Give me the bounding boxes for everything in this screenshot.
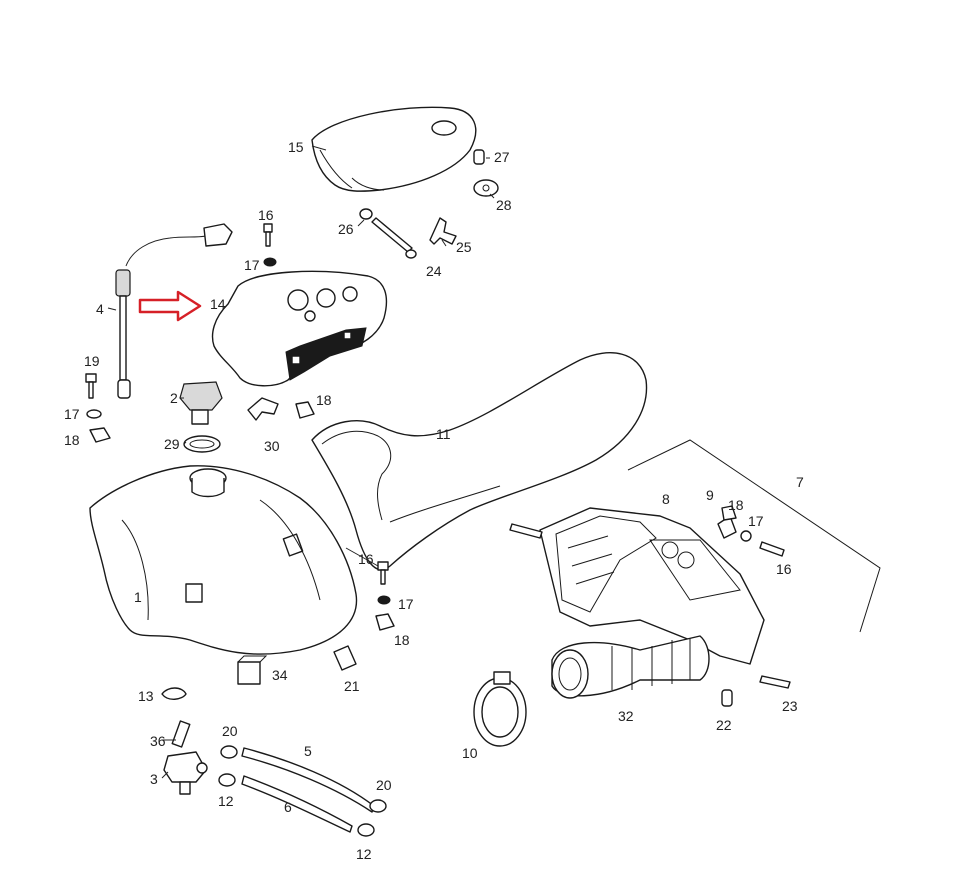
part-25-bracket (429, 217, 457, 245)
part-7-airbox-group-bracket (627, 439, 881, 633)
callout-16: 16 (258, 207, 274, 223)
part-17-washer-left (86, 409, 102, 419)
part-22-pin (721, 689, 733, 707)
callout-17: 17 (398, 596, 414, 612)
callout-28: 28 (496, 197, 512, 213)
part-20-clamp-left (220, 745, 238, 759)
callout-5: 5 (304, 743, 312, 759)
part-8-airbox (539, 507, 765, 665)
callout-12: 12 (356, 846, 372, 862)
callout-29: 29 (164, 436, 180, 452)
callout-18: 18 (728, 497, 744, 513)
part-18-clip-mid (295, 401, 315, 419)
callout-labels: 15 27 28 16 26 25 24 17 4 14 19 2 18 17 … (64, 139, 804, 862)
part-10-hose-clamp (473, 671, 527, 747)
part-28-clip (473, 179, 499, 197)
part-27-pin (473, 149, 485, 165)
part-18-clip-left (89, 427, 111, 443)
part-32-intake-duct (551, 635, 710, 699)
part-11-seat (311, 352, 648, 571)
part-21-grommet (333, 645, 357, 671)
callout-23: 23 (782, 698, 798, 714)
part-30-bracket (247, 397, 279, 421)
callout-19: 19 (84, 353, 100, 369)
part-16-bolt-top (263, 223, 273, 247)
part-12-clamp-left (218, 773, 236, 787)
callout-20: 20 (376, 777, 392, 793)
leader-lines (107, 145, 495, 779)
callout-14: 14 (210, 296, 226, 312)
callout-30: 30 (264, 438, 280, 454)
part-26-washer (359, 208, 373, 220)
part-19-bolt (85, 373, 97, 399)
callout-20: 20 (222, 723, 238, 739)
part-12-clamp-right (357, 823, 375, 837)
callout-18: 18 (316, 392, 332, 408)
part-6-hose (241, 775, 353, 833)
part-17-washer-top (263, 257, 277, 267)
callout-16: 16 (776, 561, 792, 577)
part-16-bolt-mid (377, 561, 389, 585)
part-34-pad (237, 655, 268, 685)
highlight-arrow-icon (138, 290, 202, 322)
part-24-bolt (371, 217, 417, 259)
callout-15: 15 (288, 139, 304, 155)
callout-18: 18 (64, 432, 80, 448)
callout-17: 17 (748, 513, 764, 529)
callout-11: 11 (436, 426, 451, 442)
part-15-tank-cover (311, 106, 477, 192)
part-29-ring (183, 435, 221, 453)
part-16-bolt-right (759, 541, 785, 557)
callout-32: 32 (618, 708, 634, 724)
callout-3: 3 (150, 771, 158, 787)
callout-34: 34 (272, 667, 288, 683)
part-18-clip-right (721, 505, 737, 521)
callout-7: 7 (796, 474, 804, 490)
part-14-cover (211, 270, 388, 387)
callout-22: 22 (716, 717, 732, 733)
callout-8: 8 (662, 491, 670, 507)
callout-18: 18 (394, 632, 410, 648)
callout-17: 17 (244, 257, 260, 273)
callout-27: 27 (494, 149, 510, 165)
callout-24: 24 (426, 263, 442, 279)
callout-17: 17 (64, 406, 80, 422)
part-13-clamp (161, 687, 187, 700)
part-18-clip-low (375, 613, 395, 631)
callout-12: 12 (218, 793, 234, 809)
callout-2: 2 (170, 390, 178, 406)
part-23-screw (759, 675, 791, 689)
callout-9: 9 (706, 487, 714, 503)
callout-36: 36 (150, 733, 166, 749)
callout-10: 10 (462, 745, 478, 761)
callout-26: 26 (338, 221, 354, 237)
part-20-clamp-right (369, 799, 387, 813)
callout-6: 6 (284, 799, 292, 815)
callout-21: 21 (344, 678, 360, 694)
callout-1: 1 (134, 589, 142, 605)
part-2-fuel-cap (179, 381, 223, 425)
part-1-fuel-tank (89, 465, 358, 655)
callout-13: 13 (138, 688, 154, 704)
part-17-washer-right (740, 530, 752, 542)
part-17-washer-mid (377, 595, 391, 605)
part-3-fuel-tap (163, 720, 208, 795)
part-16-bolt-airbox (509, 523, 543, 539)
callout-16: 16 (358, 551, 374, 567)
part-4-fuel-sensor (115, 223, 233, 399)
callout-4: 4 (96, 301, 104, 317)
callout-25: 25 (456, 239, 472, 255)
